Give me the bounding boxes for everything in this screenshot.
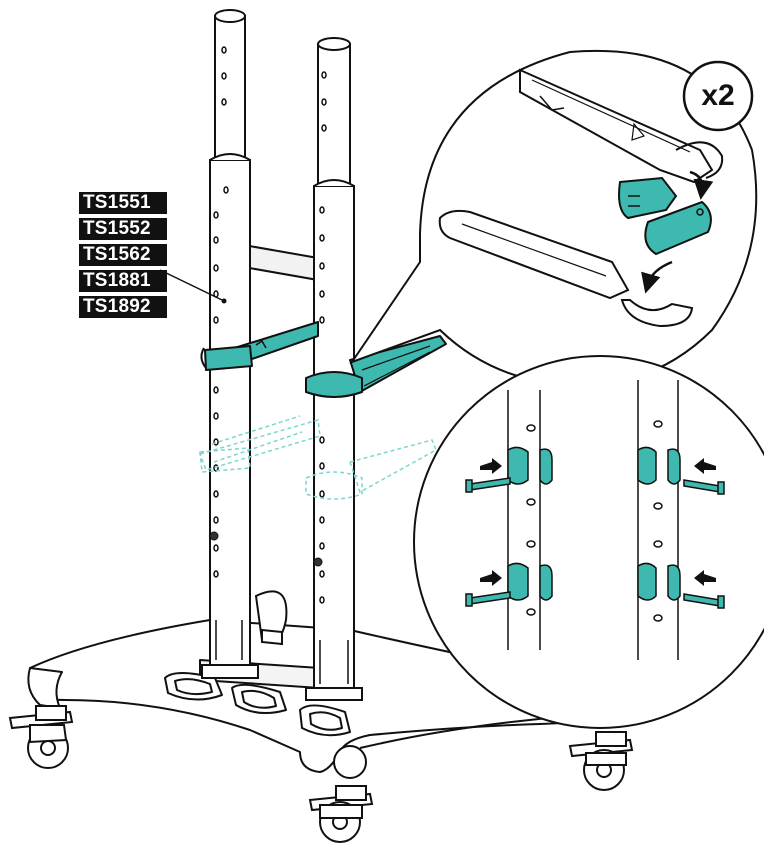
right-knob	[313, 557, 323, 567]
model-label: TS1551	[79, 192, 167, 214]
quantity-badge: x2	[701, 79, 735, 112]
cable-guide	[254, 590, 288, 646]
model-label-list: TS1551 TS1552 TS1562 TS1881 TS1892	[79, 192, 167, 322]
model-label: TS1892	[79, 296, 167, 318]
bolt-icon	[465, 477, 725, 609]
caster-front-left	[8, 705, 74, 769]
rotate-arrow-icon	[689, 170, 714, 200]
callout-top	[349, 49, 758, 386]
right-column-holes	[319, 71, 349, 684]
bracket-arm-left	[200, 321, 319, 371]
left-column-holes	[213, 46, 243, 660]
model-label: TS1552	[79, 218, 167, 240]
bracket-arm-right	[305, 335, 447, 398]
bracket-ghost-lower	[199, 415, 437, 500]
model-label: TS1562	[79, 244, 167, 266]
left-knob	[209, 531, 219, 541]
caster-rear-right	[568, 731, 634, 791]
model-label: TS1881	[79, 270, 167, 292]
label-leader-dot	[221, 298, 227, 304]
caster-front-center	[308, 745, 374, 843]
right-column	[305, 37, 363, 701]
quantity-badge-circle	[682, 60, 754, 132]
callout-bottom	[413, 355, 764, 729]
push-arrow-icon	[480, 458, 716, 586]
rotate-arrow-icon	[641, 260, 673, 294]
label-leader-line	[159, 269, 223, 301]
